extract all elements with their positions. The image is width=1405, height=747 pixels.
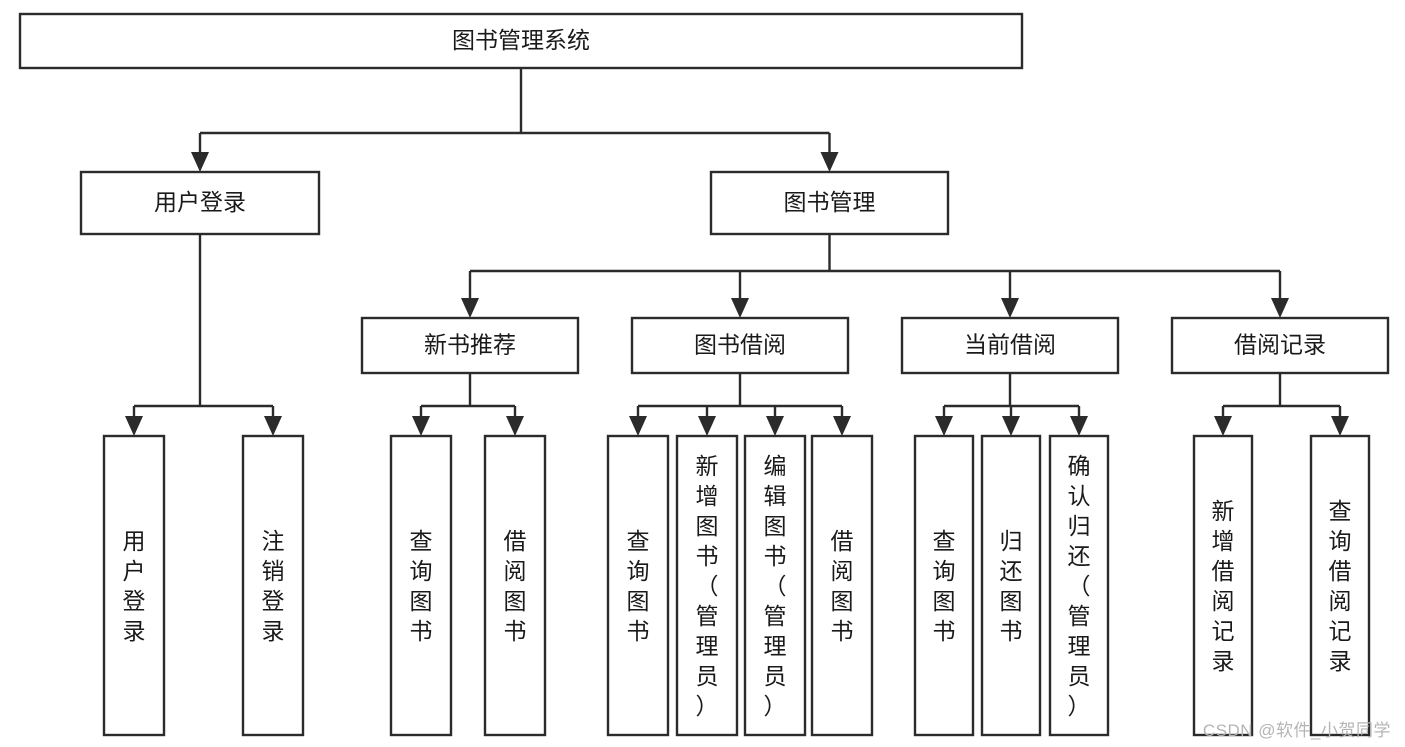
node-leaf-borrow-book[interactable]: 借阅图书 xyxy=(810,434,874,737)
edge-group-book-borrow xyxy=(629,373,851,436)
arrow-edge-book-manage-to-book-borrow xyxy=(731,298,749,318)
node-label-leaf-add-borrow-record: 新增借阅记录 xyxy=(1212,498,1235,674)
node-label-new-book-recommend: 新书推荐 xyxy=(424,332,516,358)
node-box-leaf-query-book-current xyxy=(913,434,975,737)
node-box-leaf-borrow-book xyxy=(810,434,874,737)
node-box-new-book-recommend xyxy=(360,316,580,375)
node-box-current-borrow xyxy=(900,316,1120,375)
arrow-edge-root-to-user-login xyxy=(191,152,209,172)
arrow-edge-user-login-to-leaf-user-login xyxy=(125,416,143,436)
node-leaf-add-borrow-record[interactable]: 新增借阅记录 xyxy=(1192,434,1254,737)
node-label-leaf-borrow-book: 借阅图书 xyxy=(831,528,854,644)
node-label-user-login: 用户登录 xyxy=(154,189,246,215)
node-box-leaf-logout-login xyxy=(241,434,305,737)
node-label-leaf-return-book: 归还图书 xyxy=(1000,528,1023,644)
node-label-root: 图书管理系统 xyxy=(452,27,590,53)
arrow-edge-new-book-recommend-to-leaf-borrow-book-recommend xyxy=(506,416,524,436)
node-label-leaf-edit-book-admin: 编辑图书（管理员） xyxy=(764,453,787,719)
node-user-login[interactable]: 用户登录 xyxy=(79,170,321,236)
node-box-leaf-add-borrow-record xyxy=(1192,434,1254,737)
node-label-leaf-confirm-return-admin: 确认归还（管理员） xyxy=(1068,453,1091,719)
node-leaf-query-book-borrow[interactable]: 查询图书 xyxy=(606,434,670,737)
arrow-edge-borrow-record-to-leaf-query-borrow-record xyxy=(1331,416,1349,436)
edge-group-user-login xyxy=(125,234,282,436)
node-label-leaf-query-book-current: 查询图书 xyxy=(933,528,956,644)
node-label-book-manage: 图书管理 xyxy=(784,189,876,215)
arrow-edge-borrow-record-to-leaf-add-borrow-record xyxy=(1214,416,1232,436)
node-label-leaf-add-book-admin: 新增图书（管理员） xyxy=(696,453,719,719)
node-box-leaf-confirm-return-admin xyxy=(1048,434,1110,737)
node-book-manage[interactable]: 图书管理 xyxy=(709,170,950,236)
node-box-leaf-query-borrow-record xyxy=(1309,434,1371,737)
arrow-edge-book-borrow-to-leaf-query-book-borrow xyxy=(629,416,647,436)
edge-group-new-book-recommend xyxy=(412,373,524,436)
node-current-borrow[interactable]: 当前借阅 xyxy=(900,316,1120,375)
node-leaf-confirm-return-admin[interactable]: 确认归还（管理员） xyxy=(1048,434,1110,737)
node-box-book-borrow xyxy=(630,316,850,375)
node-box-book-manage xyxy=(709,170,950,236)
node-label-book-borrow: 图书借阅 xyxy=(694,332,786,358)
node-box-leaf-add-book-admin xyxy=(675,434,739,737)
arrow-edge-book-manage-to-borrow-record xyxy=(1271,298,1289,318)
edges-layer xyxy=(125,68,1349,436)
node-box-leaf-query-book-recommend xyxy=(389,434,453,737)
node-root[interactable]: 图书管理系统 xyxy=(18,12,1024,70)
node-leaf-add-book-admin[interactable]: 新增图书（管理员） xyxy=(675,434,739,737)
node-label-leaf-user-login: 用户登录 xyxy=(123,528,146,644)
nodes-layer: 图书管理系统用户登录图书管理新书推荐图书借阅当前借阅借阅记录用户登录注销登录查询… xyxy=(18,12,1390,737)
arrow-edge-new-book-recommend-to-leaf-query-book-recommend xyxy=(412,416,430,436)
arrow-edge-user-login-to-leaf-logout-login xyxy=(264,416,282,436)
node-leaf-user-login[interactable]: 用户登录 xyxy=(102,434,166,737)
node-leaf-return-book[interactable]: 归还图书 xyxy=(980,434,1042,737)
node-leaf-query-book-recommend[interactable]: 查询图书 xyxy=(389,434,453,737)
arrow-edge-book-manage-to-new-book-recommend xyxy=(461,298,479,318)
arrow-edge-current-borrow-to-leaf-query-book-current xyxy=(935,416,953,436)
node-leaf-query-book-current[interactable]: 查询图书 xyxy=(913,434,975,737)
edge-group-borrow-record xyxy=(1214,373,1349,436)
edge-group-book-manage xyxy=(461,234,1289,318)
node-box-leaf-query-book-borrow xyxy=(606,434,670,737)
node-box-leaf-edit-book-admin xyxy=(743,434,807,737)
node-leaf-logout-login[interactable]: 注销登录 xyxy=(241,434,305,737)
node-box-user-login xyxy=(79,170,321,236)
node-label-borrow-record: 借阅记录 xyxy=(1234,332,1326,358)
node-leaf-query-borrow-record[interactable]: 查询借阅记录 xyxy=(1309,434,1371,737)
node-box-borrow-record xyxy=(1170,316,1390,375)
arrow-edge-book-manage-to-current-borrow xyxy=(1001,298,1019,318)
node-book-borrow[interactable]: 图书借阅 xyxy=(630,316,850,375)
arrow-edge-book-borrow-to-leaf-add-book-admin xyxy=(698,416,716,436)
arrow-edge-current-borrow-to-leaf-confirm-return-admin xyxy=(1070,416,1088,436)
arrow-edge-current-borrow-to-leaf-return-book xyxy=(1002,416,1020,436)
arrow-edge-book-borrow-to-leaf-borrow-book xyxy=(833,416,851,436)
node-box-root xyxy=(18,12,1024,70)
node-box-leaf-borrow-book-recommend xyxy=(483,434,547,737)
arrow-edge-book-borrow-to-leaf-edit-book-admin xyxy=(766,416,784,436)
node-box-leaf-return-book xyxy=(980,434,1042,737)
node-leaf-borrow-book-recommend[interactable]: 借阅图书 xyxy=(483,434,547,737)
edge-group-current-borrow xyxy=(935,373,1088,436)
arrow-edge-root-to-book-manage xyxy=(820,152,839,172)
node-label-leaf-query-book-borrow: 查询图书 xyxy=(627,528,650,644)
node-label-leaf-query-book-recommend: 查询图书 xyxy=(410,528,433,644)
edge-group-root xyxy=(191,68,839,172)
node-label-leaf-query-borrow-record: 查询借阅记录 xyxy=(1329,498,1352,674)
node-box-leaf-user-login xyxy=(102,434,166,737)
node-label-current-borrow: 当前借阅 xyxy=(964,332,1056,358)
node-label-leaf-logout-login: 注销登录 xyxy=(262,528,285,644)
node-borrow-record[interactable]: 借阅记录 xyxy=(1170,316,1390,375)
node-new-book-recommend[interactable]: 新书推荐 xyxy=(360,316,580,375)
node-label-leaf-borrow-book-recommend: 借阅图书 xyxy=(504,528,527,644)
node-leaf-edit-book-admin[interactable]: 编辑图书（管理员） xyxy=(743,434,807,737)
